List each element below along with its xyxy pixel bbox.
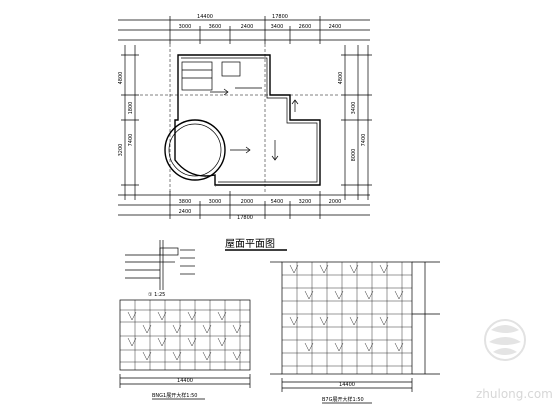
watermark-text: zhulong.com: [476, 387, 553, 401]
dim-top-1: 14400: [197, 14, 213, 20]
left-elevation: 14400 BNG1展开大样1:50: [119, 299, 251, 400]
left-grid-pattern: [127, 311, 242, 361]
left-elevation-title: BNG1展开大样1:50: [152, 392, 197, 399]
dim-bottom-2: 3800: [179, 199, 192, 205]
dim-top-2: 17800: [272, 14, 288, 20]
dim-right-4: 8000: [351, 149, 357, 162]
dim-top-3: 3000: [179, 24, 192, 30]
watermark-logo: [484, 319, 526, 361]
dimension-ticks: [121, 16, 372, 219]
roof-plan-title: 屋面平面图: [225, 238, 275, 250]
plan-note: ·: [215, 184, 216, 189]
roof-plan: 14400 17800 3000 3600 2400 3400 2600 240…: [118, 14, 372, 251]
dim-bottom-7: 2000: [329, 199, 342, 205]
dim-top-5: 2400: [241, 24, 254, 30]
dim-bottom-1: 17800: [237, 215, 253, 221]
watermark: zhulong.com: [476, 319, 553, 401]
dim-right-3: 7400: [361, 134, 367, 147]
roof-outline: [174, 54, 321, 186]
right-elevation: 14400 B7G展开大样1:50: [270, 261, 440, 404]
detail-note: ① 1:25: [148, 292, 165, 298]
right-width-dim: 14400: [339, 382, 355, 388]
dim-top-4: 3600: [209, 24, 222, 30]
dim-right-2: 3400: [351, 102, 357, 115]
left-grid-lines: [120, 300, 250, 370]
dim-top-8: 2400: [329, 24, 342, 30]
section-detail: ① 1:25: [125, 240, 195, 298]
stair-room: [181, 61, 213, 91]
right-grid-pattern: [289, 264, 404, 352]
slope-arrows: [210, 88, 299, 161]
dim-left-3: 1800: [128, 102, 134, 115]
round-tower: [164, 119, 226, 181]
dim-bottom-8: 2400: [179, 209, 192, 215]
dim-bottom-6: 3200: [299, 199, 312, 205]
dim-left-2: 7400: [128, 134, 134, 147]
dim-bottom-4: 2000: [241, 199, 254, 205]
left-width-dim: 14400: [177, 378, 193, 384]
dim-left-4: 3200: [118, 144, 124, 157]
dim-right-1: 4800: [338, 72, 344, 85]
tank-room: [221, 61, 241, 77]
dim-top-7: 2600: [299, 24, 312, 30]
right-elevation-title: B7G展开大样1:50: [322, 396, 364, 403]
dim-bottom-3: 3000: [209, 199, 222, 205]
right-grid-lines: [282, 262, 412, 374]
dim-top-6: 3400: [271, 24, 284, 30]
dim-bottom-5: 5400: [271, 199, 284, 205]
dim-left-1: 4800: [118, 72, 124, 85]
